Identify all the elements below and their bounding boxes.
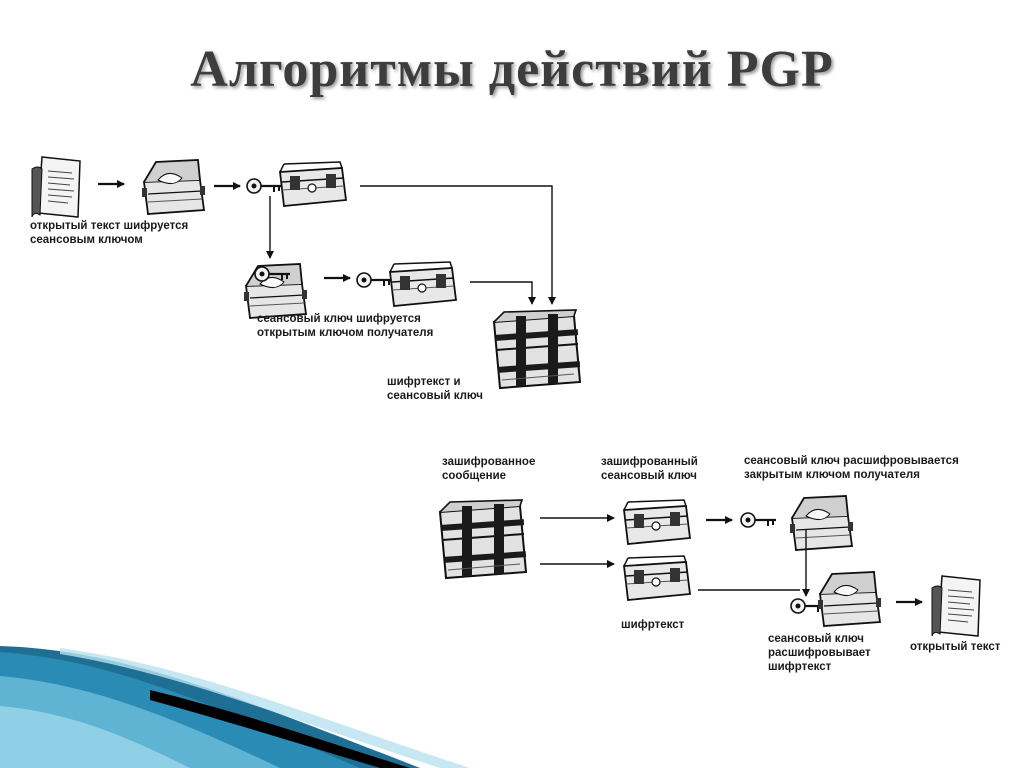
- private-key-icon: [739, 511, 778, 529]
- label-session-key-decrypted: сеансовый ключ расшифровывается закрытым…: [744, 455, 959, 481]
- encrypted-session-key-box-icon: [623, 499, 691, 545]
- label-plaintext-output: открытый текст: [910, 641, 1001, 653]
- decorative-wave: [0, 646, 470, 768]
- decrypted-box-icon: [817, 571, 882, 627]
- locked-key-box-icon: [389, 261, 457, 307]
- closed-box-icon: [279, 161, 347, 207]
- label-session-key-decrypts: сеансовый ключ расшифровывает шифртекст: [768, 633, 871, 673]
- encrypted-message-bundle-icon: [439, 499, 528, 579]
- label-ciphertext: шифртекст: [621, 619, 685, 631]
- slide-title: Алгоритмы действий PGP: [190, 41, 834, 98]
- label-session-key-encrypted: сеансовый ключ шифруется открытым ключом…: [257, 313, 434, 339]
- label-encrypted-session-key: зашифрованный сеансовый ключ: [601, 456, 698, 482]
- label-plaintext-encrypted: открытый текст шифруется сеансовым ключо…: [30, 220, 189, 246]
- public-key-icon: [355, 271, 394, 289]
- session-key-icon: [245, 177, 284, 195]
- label-encrypted-message: зашифрованное сообщение: [442, 456, 536, 482]
- connector-ciphertext-to-bundle: [360, 185, 556, 305]
- opened-key-box-icon: [789, 495, 854, 551]
- plaintext-output-document-icon: [931, 575, 981, 637]
- label-ciphertext-and-key: шифртекст и сеансовый ключ: [387, 376, 483, 402]
- plaintext-document-icon: [31, 156, 81, 218]
- open-box-with-key-icon: [243, 263, 308, 319]
- ciphertext-box-icon: [623, 555, 691, 601]
- ciphertext-bundle-icon: [493, 309, 582, 389]
- connector-key-to-bundle: [470, 281, 536, 305]
- open-box-icon: [141, 159, 206, 215]
